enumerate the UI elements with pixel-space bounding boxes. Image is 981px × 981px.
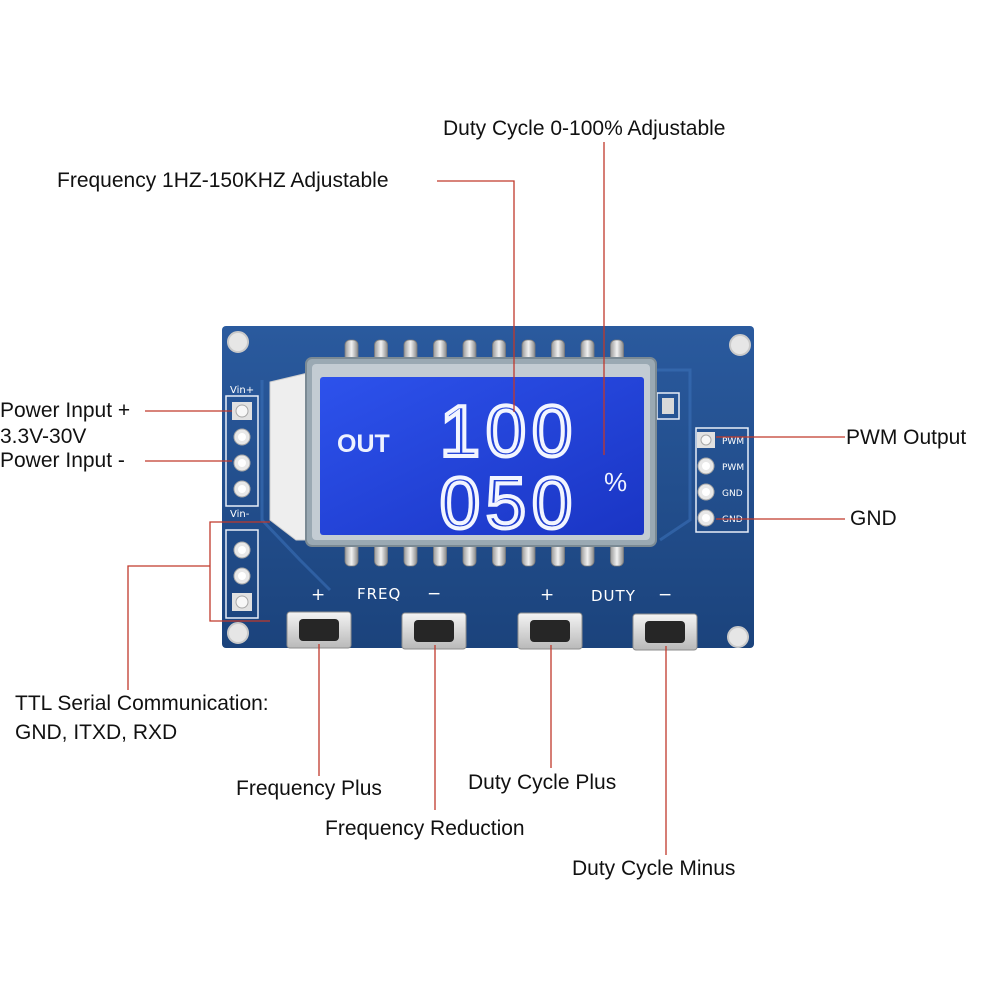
- duty-cycle-plus-button[interactable]: [517, 612, 583, 650]
- frequency-reduction-button[interactable]: [401, 612, 467, 650]
- label-gnd: GND: [850, 507, 897, 530]
- lcd-percent-sign: %: [604, 467, 627, 497]
- silk-freq-plus: +: [311, 585, 325, 605]
- label-freq-range: Frequency 1HZ-150KHZ Adjustable: [57, 169, 389, 192]
- silk-vin-minus: Vin-: [230, 509, 250, 520]
- mounting-hole: [729, 334, 751, 356]
- silk-freq: FREQ: [357, 585, 401, 603]
- mounting-hole: [727, 626, 749, 648]
- label-freq-plus: Frequency Plus: [236, 777, 382, 800]
- label-ttl-line1: TTL Serial Communication:: [15, 692, 269, 715]
- silk-pwm-1: PWM: [722, 437, 744, 447]
- label-pwm-output: PWM Output: [846, 426, 967, 449]
- duty-cycle-minus-button[interactable]: [632, 613, 698, 651]
- silk-duty: DUTY: [591, 587, 636, 605]
- silk-duty-minus: −: [658, 585, 672, 605]
- frequency-plus-button[interactable]: [286, 611, 352, 649]
- ttl-serial-pads: [232, 541, 252, 611]
- mounting-hole: [227, 331, 249, 353]
- silk-pwm-2: PWM: [722, 463, 744, 473]
- label-ttl-line2: GND, ITXD, RXD: [15, 721, 178, 744]
- leader-ttl-bracket: [209, 521, 270, 622]
- silk-freq-minus: −: [427, 584, 441, 604]
- output-pads: [697, 432, 715, 527]
- silk-gnd-1: GND: [722, 489, 743, 499]
- silk-duty-plus: +: [540, 585, 554, 605]
- lcd-module: [269, 357, 657, 547]
- lcd-duty-value: 050: [440, 464, 578, 544]
- leader-freq-range: [437, 180, 515, 412]
- lcd-screen: [320, 377, 644, 535]
- label-power-minus: Power Input -: [0, 449, 125, 472]
- leader-ttl: [127, 565, 210, 690]
- label-power-plus: Power Input +: [0, 399, 131, 422]
- label-freq-reduction: Frequency Reduction: [325, 817, 525, 840]
- power-input-pads: [232, 402, 252, 498]
- label-voltage: 3.3V-30V: [0, 425, 87, 448]
- lcd-out-label: OUT: [337, 430, 390, 458]
- silk-gnd-2: GND: [722, 515, 743, 525]
- label-duty-plus: Duty Cycle Plus: [468, 771, 617, 794]
- label-duty-minus: Duty Cycle Minus: [572, 857, 736, 880]
- lcd-frequency-value: 100: [440, 392, 578, 472]
- silk-vin-plus: Vin+: [230, 385, 254, 396]
- leader-lines: [127, 142, 845, 855]
- label-duty-range: Duty Cycle 0-100% Adjustable: [443, 117, 726, 140]
- mounting-hole: [227, 622, 249, 644]
